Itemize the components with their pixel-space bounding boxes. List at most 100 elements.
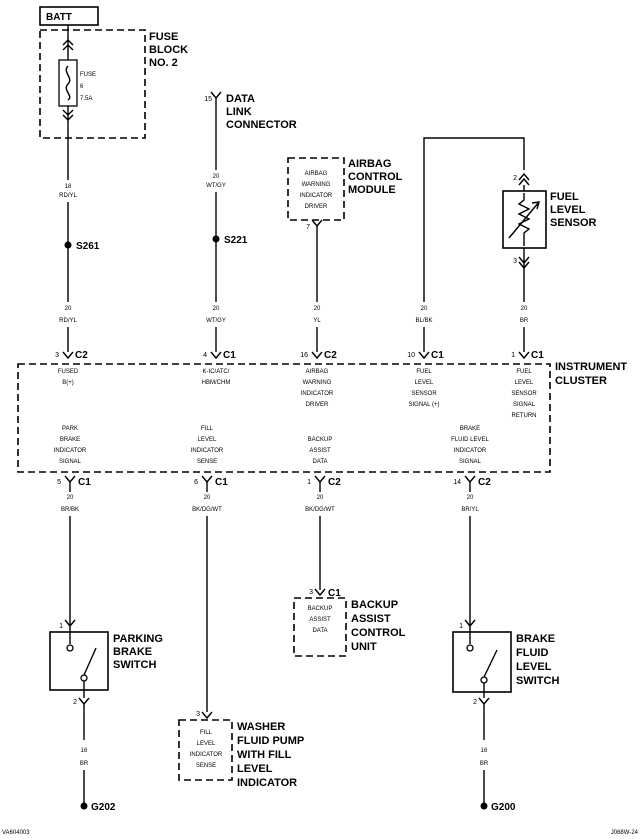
dlc-pin: 15 bbox=[204, 96, 212, 103]
instrument-cluster-title-2: CLUSTER bbox=[555, 375, 607, 387]
washer-pump-inner-4: SENSE bbox=[196, 763, 216, 769]
batt-box bbox=[39, 6, 99, 26]
ic-bot-conn-2-id: C1 bbox=[215, 477, 228, 488]
ic-bot-1-line-2: BRAKE bbox=[60, 437, 80, 443]
ic-top-conn-4-symbol bbox=[418, 351, 430, 360]
park-brake-pin-bottom: 2 bbox=[73, 699, 77, 706]
ground-g202-icon bbox=[80, 802, 88, 810]
wire8-color: BK/DG/WT bbox=[305, 507, 335, 513]
ic-top-conn-1-id: C2 bbox=[75, 350, 88, 361]
ic-top-5-line-2: LEVEL bbox=[515, 380, 534, 386]
park-brake-connector-bot bbox=[78, 697, 90, 706]
dlc-title-2: LINK bbox=[226, 106, 252, 118]
ic-bot-conn-2-symbol bbox=[201, 475, 213, 484]
fuse-connector-bot bbox=[62, 109, 74, 116]
wire2-upper-color: WT/GY bbox=[206, 183, 226, 189]
ic-bot-conn-1-id: C1 bbox=[78, 477, 91, 488]
fuse-connector-bot-2 bbox=[62, 114, 74, 121]
ic-top-conn-2-id: C1 bbox=[223, 350, 236, 361]
washer-pump-inner-2: LEVEL bbox=[197, 741, 216, 747]
wire2-mid-color: WT/GY bbox=[206, 318, 226, 324]
wire3-mid-color: YL bbox=[313, 318, 321, 324]
wire6-gauge: 20 bbox=[67, 495, 74, 501]
g200-wire-color: BR bbox=[480, 761, 489, 767]
acm-outline bbox=[287, 157, 345, 221]
fuse-block-title-3: NO. 2 bbox=[149, 57, 178, 69]
park-brake-title-3: SWITCH bbox=[113, 659, 156, 671]
backup-module-title-1: BACKUP bbox=[351, 599, 398, 611]
ic-top-4-line-3: SENSOR bbox=[411, 391, 437, 397]
ic-top-conn-4-id: C1 bbox=[431, 350, 444, 361]
ic-top-5-line-3: SENSOR bbox=[511, 391, 537, 397]
dlc-connector-symbol bbox=[210, 91, 222, 100]
fuel-sensor-pin-top: 2 bbox=[513, 175, 517, 182]
washer-pump-title-2: FLUID PUMP bbox=[237, 735, 304, 747]
g202-wire-color: BR bbox=[80, 761, 89, 767]
brake-fluid-switch-blade bbox=[483, 649, 498, 678]
fuse-label: FUSE bbox=[80, 72, 96, 78]
wire9-color: BR/YL bbox=[461, 507, 479, 513]
fuel-sensor-variable-arrow bbox=[508, 201, 540, 239]
washer-pump-connector-symbol bbox=[201, 711, 213, 720]
park-brake-contact-top bbox=[66, 644, 74, 652]
splice-s261-dot bbox=[64, 241, 72, 249]
brake-fluid-title-4: SWITCH bbox=[516, 675, 559, 687]
ic-bot-conn-4-id: C2 bbox=[478, 477, 491, 488]
wire2-upper-gauge: 20 bbox=[213, 174, 220, 180]
ic-bot-conn-4-symbol bbox=[464, 475, 476, 484]
ic-top-2-line-1: K-IC/ATC/ bbox=[203, 369, 230, 375]
backup-module-conn-id: C1 bbox=[328, 588, 341, 599]
ic-top-3-line-4: DRIVER bbox=[306, 402, 329, 408]
park-brake-title-1: PARKING bbox=[113, 633, 163, 645]
wire5-mid-color: BR bbox=[520, 318, 529, 324]
ic-bot-1-line-4: SIGNAL bbox=[59, 459, 82, 465]
ic-top-4-line-1: FUEL bbox=[416, 369, 432, 375]
washer-pump-inner-3: INDICATOR bbox=[190, 752, 223, 758]
acm-title-1: AIRBAG bbox=[348, 158, 391, 170]
ic-top-5-line-5: RETURN bbox=[512, 413, 537, 419]
ic-bot-1-line-3: INDICATOR bbox=[54, 448, 87, 454]
ic-bot-2-line-1: FILL bbox=[201, 426, 214, 432]
wire8-gauge: 20 bbox=[317, 495, 324, 501]
fuel-sensor-connector-bot-2 bbox=[518, 261, 530, 270]
acm-title-3: MODULE bbox=[348, 184, 396, 196]
ic-top-conn-2-symbol bbox=[210, 351, 222, 360]
wire7-color: BK/DG/WT bbox=[192, 507, 222, 513]
splice-s261-label: S261 bbox=[76, 241, 100, 252]
fuse-icon bbox=[65, 65, 71, 101]
splice-s221-label: S221 bbox=[224, 235, 248, 246]
wire4-mid-color: BL/BK bbox=[415, 318, 432, 324]
wire1-upper-color: RD/YL bbox=[59, 193, 77, 199]
fuel-sensor-connector-bot bbox=[518, 256, 530, 265]
g202-wire-gauge: 16 bbox=[81, 748, 88, 754]
ic-bot-conn-2-pin: 6 bbox=[194, 479, 198, 486]
backup-module-title-4: UNIT bbox=[351, 641, 377, 653]
wire9-gauge: 20 bbox=[467, 495, 474, 501]
instrument-cluster-outline bbox=[17, 363, 551, 473]
brake-fluid-pin-bottom: 2 bbox=[473, 699, 477, 706]
ic-bot-conn-3-id: C2 bbox=[328, 477, 341, 488]
park-brake-title-2: BRAKE bbox=[113, 646, 152, 658]
ic-top-3-line-3: INDICATOR bbox=[301, 391, 334, 397]
ic-top-conn-3-symbol bbox=[311, 351, 323, 360]
brake-fluid-connector-bot bbox=[478, 697, 490, 706]
fuel-sensor-connector-top bbox=[518, 172, 530, 181]
ic-bot-2-line-4: SENSE bbox=[197, 459, 217, 465]
ic-top-5-line-1: FUEL bbox=[516, 369, 532, 375]
ic-bot-conn-3-pin: 1 bbox=[307, 479, 311, 486]
wire4-mid-gauge: 20 bbox=[421, 306, 428, 312]
ic-top-conn-3-pin: 16 bbox=[300, 352, 308, 359]
ic-top-conn-5-pin: 1 bbox=[511, 352, 515, 359]
acm-pin: 7 bbox=[306, 224, 310, 231]
ic-top-3-line-2: WARNING bbox=[303, 380, 332, 386]
park-brake-switch-body bbox=[49, 631, 109, 691]
ic-bot-conn-1-pin: 5 bbox=[57, 479, 61, 486]
ic-top-1-line-2: B(+) bbox=[62, 380, 74, 386]
backup-module-inner-1: BACKUP bbox=[308, 606, 333, 612]
fuse-block-outline bbox=[39, 29, 146, 139]
ic-top-conn-5-id: C1 bbox=[531, 350, 544, 361]
fuel-sensor-title-3: SENSOR bbox=[550, 217, 597, 229]
wire5-mid-gauge: 20 bbox=[521, 306, 528, 312]
wire1-mid-gauge: 20 bbox=[65, 306, 72, 312]
